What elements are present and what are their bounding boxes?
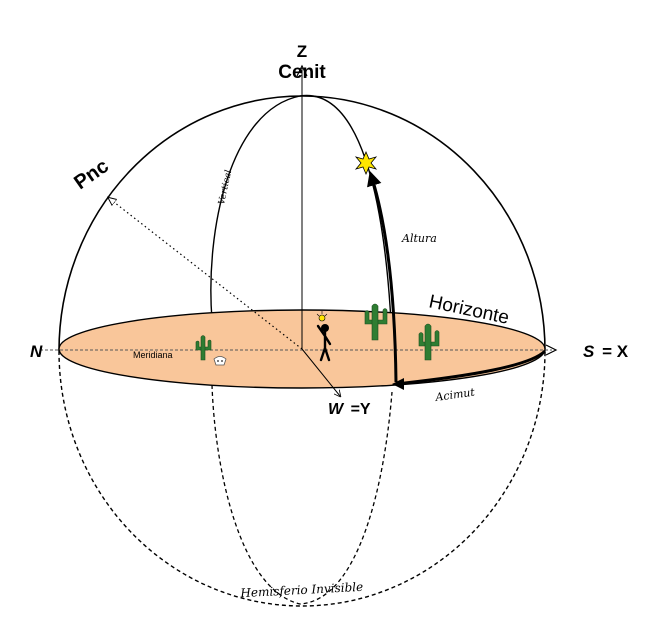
s-axis-arrowhead — [545, 344, 558, 356]
vertical-circle-upper — [210, 94, 394, 371]
pnc-label: Pnc — [70, 155, 113, 194]
lightbulb-icon — [316, 311, 328, 322]
altura-label: Altura — [401, 232, 437, 245]
cenit-label: Cenit — [278, 62, 326, 83]
s-suffix: = X — [602, 342, 629, 361]
meridiana-label: Meridiana — [133, 350, 173, 360]
vertical-label: Vertical — [217, 169, 234, 206]
s-label: S = X — [583, 342, 629, 361]
z-label: Z — [297, 42, 307, 61]
person-icon — [316, 324, 332, 362]
cactus-icon — [364, 303, 388, 341]
cactus-icon — [195, 335, 212, 361]
acimut-arrowhead — [392, 378, 404, 390]
s-letter: S — [583, 342, 595, 361]
n-label: N — [30, 342, 43, 361]
w-label: W =Y — [328, 401, 371, 418]
horizon-front-edge — [395, 349, 547, 386]
altura-arc — [367, 170, 398, 383]
zenith-arrowhead — [296, 64, 308, 77]
hemisferio-label: Hemisferio Invisible — [239, 580, 363, 600]
sun-icon — [354, 150, 378, 176]
w-axis — [301, 348, 340, 396]
w-letter: W — [328, 401, 345, 418]
w-suffix: =Y — [351, 401, 371, 418]
vertical-circle-lower — [211, 384, 393, 605]
cactus-icon — [418, 323, 440, 361]
acimut-label: Acimut — [434, 386, 477, 405]
skull-icon — [213, 356, 227, 366]
pole-direction-line — [110, 199, 303, 350]
